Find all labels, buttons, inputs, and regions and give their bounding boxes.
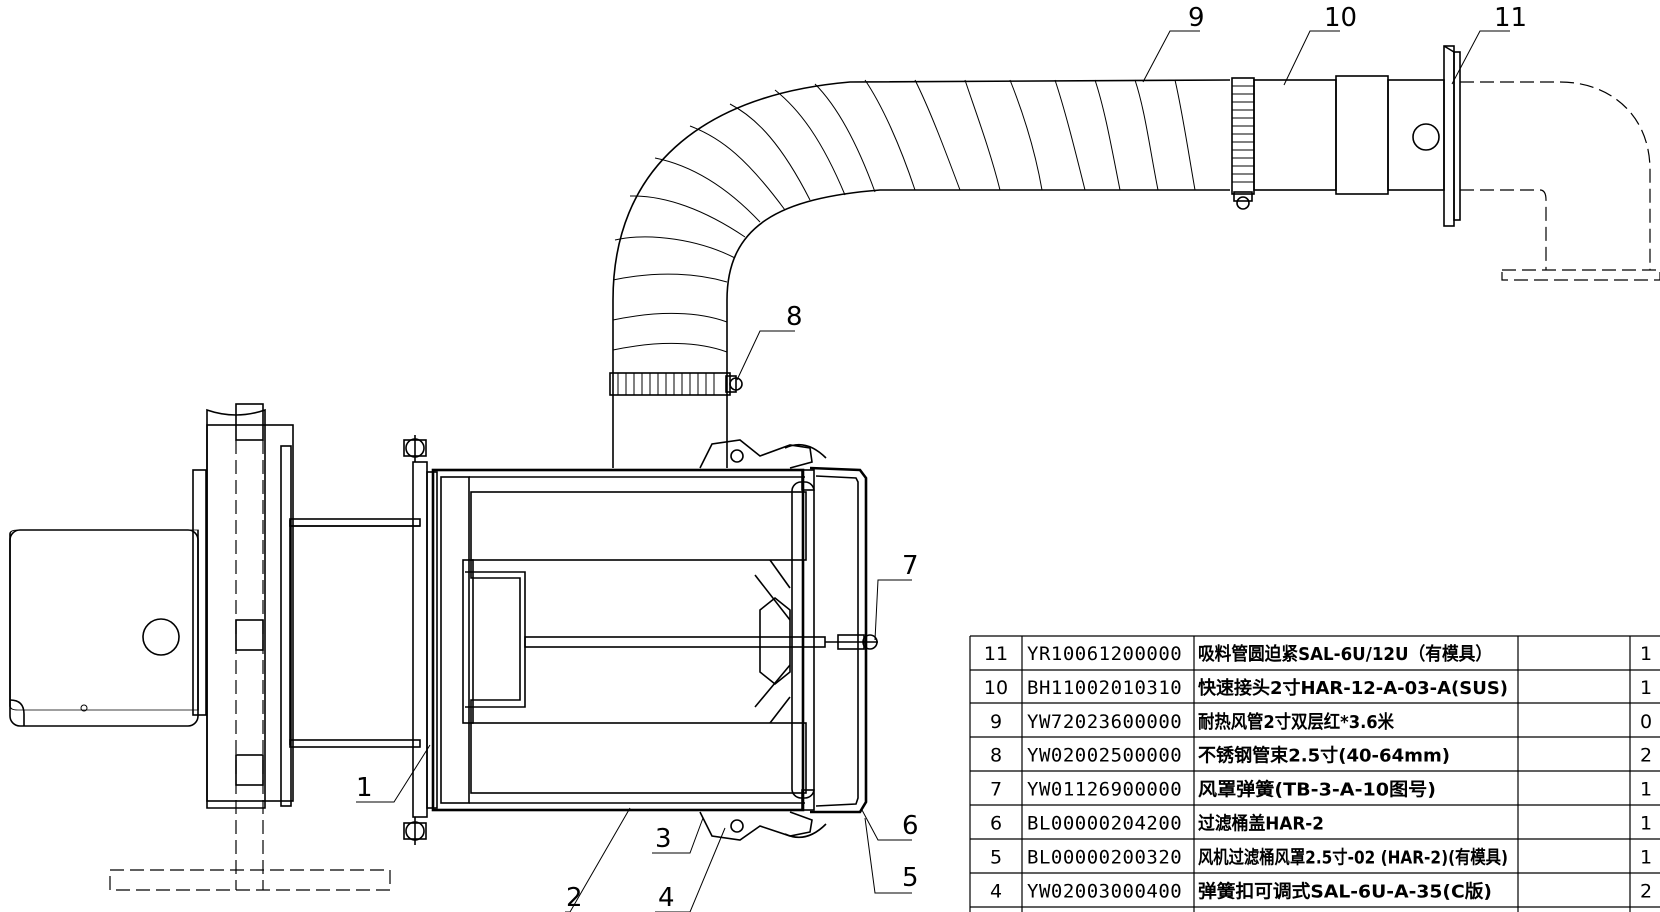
bom-item-number: 9 <box>990 711 1002 733</box>
bom-part-name: 风罩弹簧(TB-3-A-10图号) <box>1198 779 1436 801</box>
bom-part-name: 吸料管圆迫紧SAL-6U/12U（有模具） <box>1198 643 1492 665</box>
callout-5: 5 <box>902 863 919 893</box>
bom-item-number: 11 <box>984 643 1008 665</box>
bom-row: 4 YW02003000400 弹簧扣可调式SAL-6U-A-35(C版) 2 <box>990 880 1652 902</box>
outlet-flange <box>1443 45 1660 281</box>
bom-part-name: 不锈钢管束2.5寸(40-64mm) <box>1198 745 1450 767</box>
bom-row: 7 YW01126900000 风罩弹簧(TB-3-A-10图号) 1 <box>990 779 1652 801</box>
toggle-clamp-top <box>699 439 827 469</box>
bom-part-code: YR10061200000 <box>1027 643 1182 665</box>
filter-housing <box>403 435 826 845</box>
bom-row: 8 YW02002500000 不锈钢管束2.5寸(40-64mm) 2 <box>990 745 1652 767</box>
callout-labels: 1 2 3 4 5 6 7 8 9 10 11 <box>356 3 1527 912</box>
hose-clamp-upper <box>1231 77 1255 210</box>
bom-part-code: BL00000200320 <box>1027 846 1182 868</box>
bom-row: 11 YR10061200000 吸料管圆迫紧SAL-6U/12U（有模具） 1 <box>984 643 1652 665</box>
bom-quantity: 2 <box>1640 880 1652 902</box>
bom-item-number: 5 <box>990 846 1002 868</box>
bom-part-code: BH11002010310 <box>1027 677 1182 699</box>
bom-item-number: 7 <box>990 779 1002 801</box>
filter-cartridge-top <box>470 491 807 561</box>
motor-flange <box>206 403 294 890</box>
callout-1: 1 <box>356 773 373 803</box>
bom-part-code: YW02002500000 <box>1027 745 1182 767</box>
filter-cartridge-bottom <box>470 722 807 794</box>
bom-quantity: 1 <box>1640 643 1652 665</box>
bom-quantity: 0 <box>1640 711 1652 733</box>
bom-item-number: 10 <box>984 677 1008 699</box>
hose-clamp-lower <box>609 372 743 396</box>
filter-cover <box>801 466 878 814</box>
bom-part-name: 耐热风管2寸双层红*3.6米 <box>1198 711 1395 733</box>
toggle-clamp-bottom <box>699 811 827 841</box>
bom-part-name: 过滤桶盖HAR-2 <box>1198 812 1324 834</box>
callout-7: 7 <box>902 551 919 581</box>
callout-4: 4 <box>658 883 675 912</box>
callout-3: 3 <box>655 824 672 854</box>
bom-part-code: BL00000204200 <box>1027 812 1182 834</box>
leader-lines <box>356 30 1510 912</box>
bom-quantity: 2 <box>1640 745 1652 767</box>
bom-quantity: 1 <box>1640 812 1652 834</box>
bom-row: 10 BH11002010310 快速接头2寸HAR-12-A-03-A(SUS) 1 <box>984 677 1652 699</box>
motor-body <box>9 469 207 727</box>
flexible-hose <box>612 79 1231 468</box>
bom-part-name: 风机过滤桶风罩2.5寸-02 (HAR-2)(有模具) <box>1198 846 1508 868</box>
callout-11: 11 <box>1494 3 1527 33</box>
quick-coupler <box>1253 75 1445 195</box>
bom-part-name: 弹簧扣可调式SAL-6U-A-35(C版) <box>1198 880 1492 902</box>
bom-quantity: 1 <box>1640 779 1652 801</box>
bom-row: 6 BL00000204200 过滤桶盖HAR-2 1 <box>990 812 1652 834</box>
bom-item-number: 4 <box>990 880 1002 902</box>
callout-6: 6 <box>902 811 919 841</box>
bom-row: 5 BL00000200320 风机过滤桶风罩2.5寸-02 (HAR-2)(有模具… <box>990 846 1652 868</box>
bom-quantity: 1 <box>1640 677 1652 699</box>
cover-bolt <box>825 634 878 650</box>
flange-bolt-bottom <box>403 817 427 845</box>
bom-part-code: YW01126900000 <box>1027 779 1182 801</box>
callout-10: 10 <box>1324 3 1357 33</box>
bom-quantity: 1 <box>1640 846 1652 868</box>
callout-8: 8 <box>786 302 803 332</box>
callout-2: 2 <box>566 883 583 912</box>
bom-row: 9 YW72023600000 耐热风管2寸双层红*3.6米 0 <box>990 711 1652 733</box>
bom-part-name: 快速接头2寸HAR-12-A-03-A(SUS) <box>1198 677 1508 699</box>
bom-item-number: 6 <box>990 812 1002 834</box>
bom-part-code: YW02003000400 <box>1027 880 1182 902</box>
flange-bolt-top <box>403 435 427 462</box>
callout-9: 9 <box>1188 3 1205 33</box>
inlet-pipe <box>289 518 421 748</box>
motor-circle-left <box>142 618 180 656</box>
bom-item-number: 8 <box>990 745 1002 767</box>
motor-base <box>109 869 391 891</box>
bom-part-code: YW72023600000 <box>1027 711 1182 733</box>
